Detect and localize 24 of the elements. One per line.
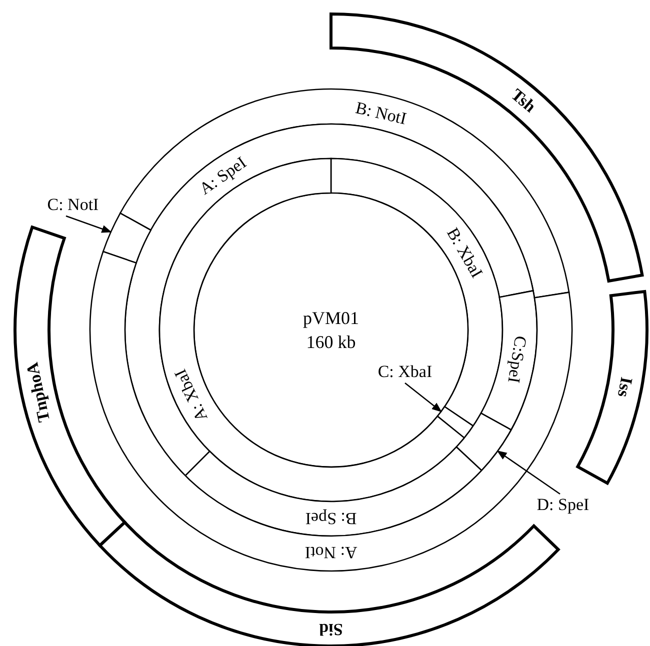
plasmid-name: pVM01 <box>302 307 359 330</box>
callout-label: D: SpeI <box>536 495 590 515</box>
callout-label: C: XbaI <box>378 362 432 382</box>
region-label: Tsh <box>506 84 540 117</box>
segment-label: A: XbaI <box>170 366 212 424</box>
region-label: Sid <box>319 619 343 639</box>
gene-region-arc <box>576 290 648 485</box>
gene-region-arc <box>14 226 126 547</box>
leader-arrow <box>404 382 442 412</box>
segment-label: B: NotI <box>354 98 408 130</box>
segment-label: B: SpeI <box>305 508 357 528</box>
leader-arrow <box>496 450 560 495</box>
plasmid-size: 160 kb <box>306 331 356 354</box>
leader-arrow <box>66 215 112 233</box>
region-label: TnphoA <box>22 360 55 424</box>
segment-label: C:SpeI <box>503 334 530 384</box>
region-label: Iss <box>612 375 636 399</box>
callout-label: C: NotI <box>47 195 99 215</box>
gene-region-arc <box>330 12 644 283</box>
segment-label: A: NotI <box>304 542 358 562</box>
segment-label: A: SpeI <box>196 152 250 200</box>
ring-segment <box>102 212 152 264</box>
ring-segment <box>456 412 512 472</box>
ring-segment <box>184 446 482 536</box>
